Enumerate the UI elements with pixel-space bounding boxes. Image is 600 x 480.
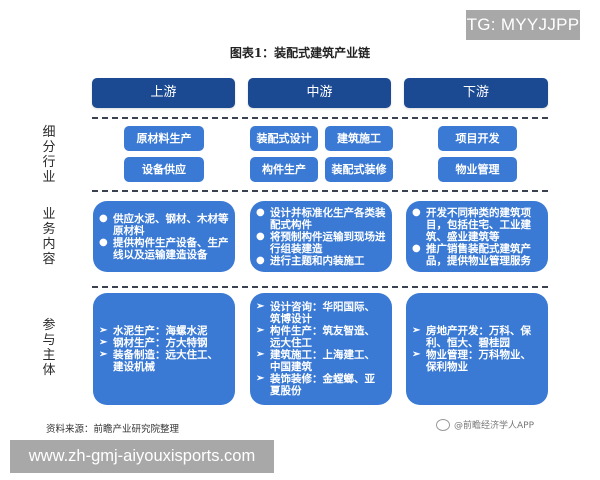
participant-item: ➢物业管理：万科物业、保利物业 [412,349,531,373]
tg-watermark-badge: TG: MYYJJPP [466,10,580,40]
row-label-char: 容 [42,252,56,267]
stage-upstream-header: 上游 [92,78,235,108]
divider-dashed [92,190,548,192]
row-label-segments: 细 分 行 业 [40,125,58,185]
segment-property-management: 物业管理 [438,157,517,182]
arrow-bullet-icon: ➢ [256,301,265,312]
participant-item: ➢构件生产：筑友智造、远大住工 [256,325,375,349]
arrow-bullet-icon: ➢ [256,349,265,360]
bullet-dot-icon: ● [256,230,265,242]
row-label-char: 参 [42,318,56,333]
arrow-bullet-icon: ➢ [412,349,421,360]
participants-midstream-card: ➢设计咨询：华阳国际、筑博设计 ➢构件生产：筑友智造、远大住工 ➢建筑施工：上海… [250,293,392,405]
participant-item: ➢水泥生产：海螺水泥 [99,325,208,337]
bullet-dot-icon: ● [412,206,421,218]
business-midstream-card: ●设计并标准化生产各类装配式构件 ●将预制构件运输到现场进行组装建造 ●进行主题… [250,201,392,272]
participant-item: ➢钢材生产：方大特钢 [99,337,208,349]
divider-dashed [92,286,548,288]
divider-dashed [92,117,548,119]
segment-prefab-decoration: 装配式装修 [325,157,393,182]
participants-upstream-card: ➢水泥生产：海螺水泥 ➢钢材生产：方大特钢 ➢装备制造：远大住工、建设机械 [93,293,235,405]
row-label-char: 业 [42,170,56,185]
arrow-bullet-icon: ➢ [99,325,108,336]
participant-item: ➢建筑施工：上海建工、中国建筑 [256,349,375,373]
row-label-char: 内 [42,237,56,252]
site-watermark-badge: www.zh-gmj-aiyouxisports.com [10,440,274,473]
row-label-char: 分 [42,140,56,155]
segment-component-production: 构件生产 [250,157,318,182]
business-downstream-card: ●开发不同种类的建筑项目，包括住宅、工业建筑、盛业建筑等 ●推广销售装配式建筑产… [406,201,548,272]
business-item: ●进行主题和内装施工 [256,254,365,267]
business-item: ●供应水泥、钢材、木材等原材料 [99,212,229,237]
arrow-bullet-icon: ➢ [412,325,421,336]
participant-item: ➢装饰装修：金螳螂、亚夏股份 [256,373,375,397]
row-label-char: 务 [42,222,56,237]
participant-item: ➢设计咨询：华阳国际、筑博设计 [256,301,375,325]
business-item: ●推广销售装配式建筑产品，提供物业管理服务 [412,242,531,267]
bullet-dot-icon: ● [99,212,108,224]
row-label-participants: 参 与 主 体 [40,318,58,378]
business-upstream-card: ●供应水泥、钢材、木材等原材料 ●提供构件生产设备、生产线以及运输建造设备 [93,201,235,272]
row-label-char: 行 [42,155,56,170]
source-note: 资料来源：前瞻产业研究院整理 [46,424,180,435]
arrow-bullet-icon: ➢ [99,337,108,348]
bullet-dot-icon: ● [99,236,108,248]
business-item: ●将预制构件运输到现场进行组装建造 [256,230,386,255]
row-label-char: 业 [42,207,56,222]
arrow-bullet-icon: ➢ [256,325,265,336]
participants-downstream-card: ➢房地产开发：万科、保利、恒大、碧桂园 ➢物业管理：万科物业、保利物业 [406,293,548,405]
weibo-watermark: @前瞻经济学人APP [436,418,534,431]
business-item: ●提供构件生产设备、生产线以及运输建造设备 [99,236,229,261]
stage-midstream-header: 中游 [248,78,391,108]
row-label-char: 主 [42,348,56,363]
segment-project-development: 项目开发 [438,126,517,151]
stage-downstream-header: 下游 [404,78,548,108]
business-item: ●开发不同种类的建筑项目，包括住宅、工业建筑、盛业建筑等 [412,206,531,243]
bullet-dot-icon: ● [256,206,265,218]
arrow-bullet-icon: ➢ [99,349,108,360]
segment-raw-materials: 原材料生产 [124,126,204,151]
row-label-char: 与 [42,333,56,348]
segment-prefab-design: 装配式设计 [250,126,318,151]
arrow-bullet-icon: ➢ [256,373,265,384]
participant-item: ➢房地产开发：万科、保利、恒大、碧桂园 [412,325,531,349]
row-label-char: 体 [42,363,56,378]
segment-equipment-supply: 设备供应 [124,157,204,182]
chart-title: 图表1：装配式建筑产业链 [229,46,371,60]
row-label-business: 业 务 内 容 [40,207,58,267]
weibo-icon [436,418,450,431]
participant-item: ➢装备制造：远大住工、建设机械 [99,349,218,373]
bullet-dot-icon: ● [412,242,421,254]
segment-construction: 建筑施工 [325,126,393,151]
weibo-handle: @前瞻经济学人APP [454,421,535,431]
bullet-dot-icon: ● [256,254,265,266]
row-label-char: 细 [42,125,56,140]
business-item: ●设计并标准化生产各类装配式构件 [256,206,386,231]
